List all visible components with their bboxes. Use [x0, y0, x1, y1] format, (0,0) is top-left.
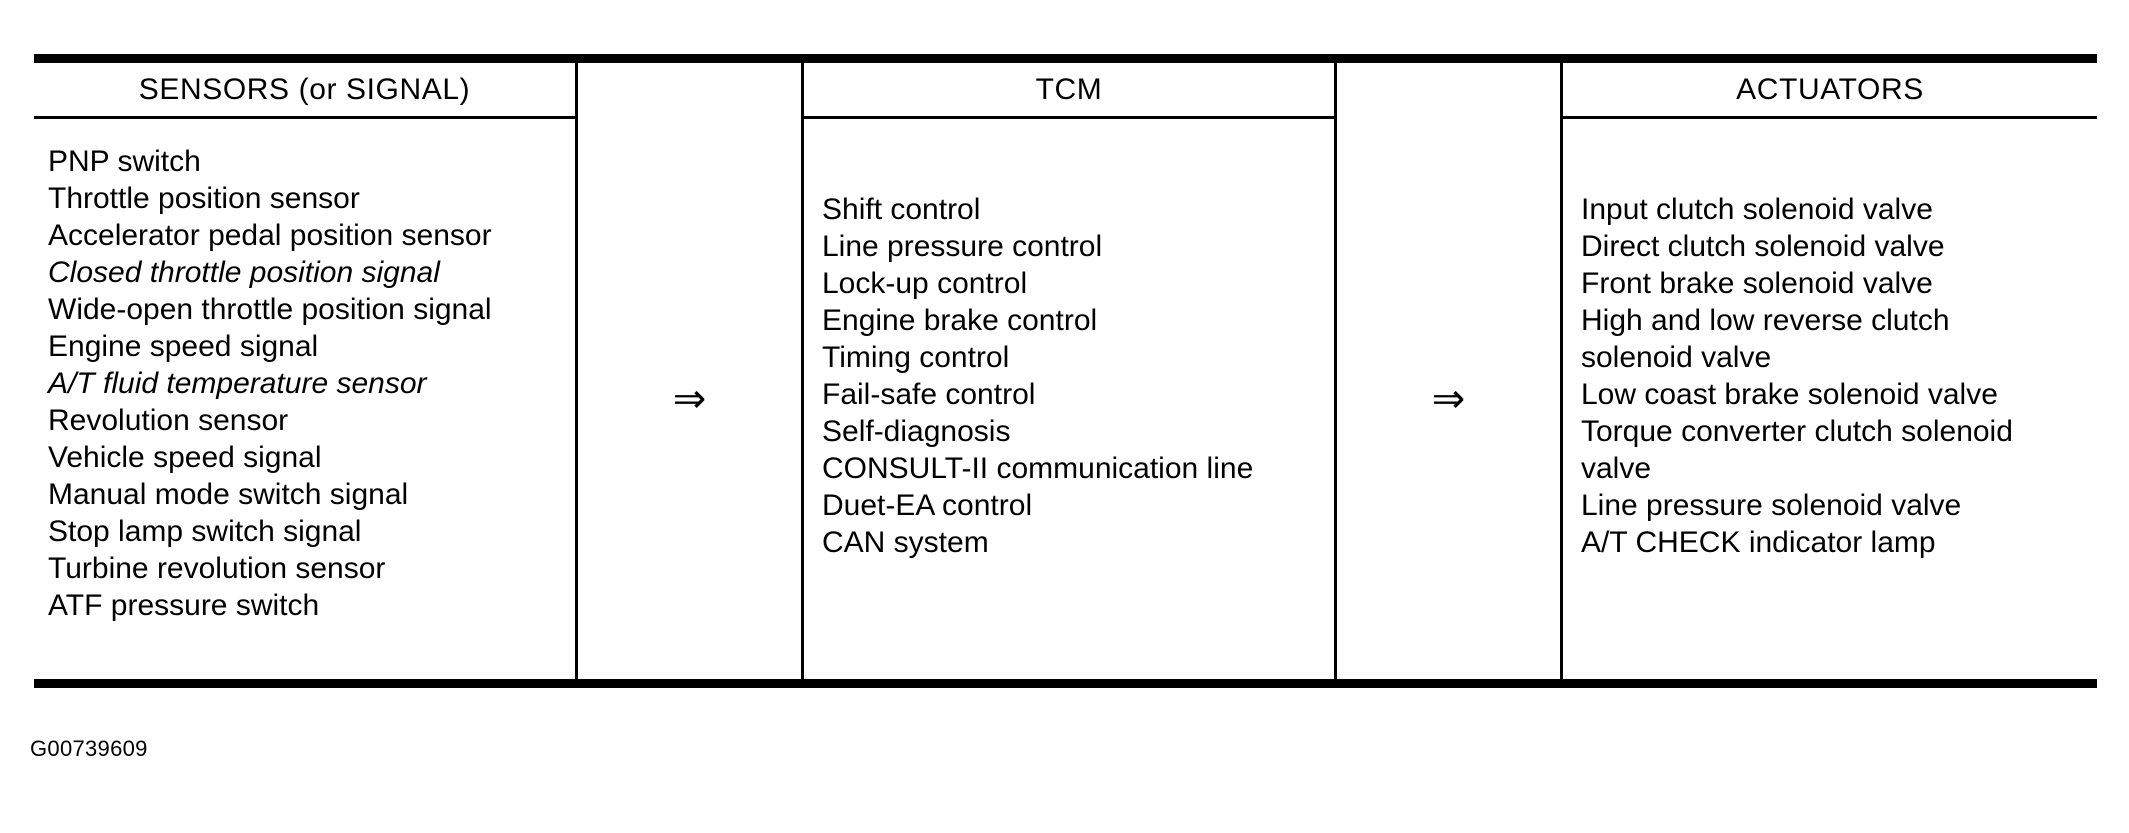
- cell-arrow-2: ⇒: [1337, 119, 1563, 679]
- header-sensors: SENSORS (or SIGNAL): [34, 63, 575, 119]
- table-header-row: SENSORS (or SIGNAL) TCM ACTUATORS: [34, 63, 2097, 119]
- list-item: Duet-EA control: [822, 489, 1033, 522]
- list-item: Shift control: [822, 193, 981, 226]
- list-item: Vehicle speed signal: [48, 441, 322, 474]
- table-bottom-rule: [34, 679, 2097, 688]
- list-item: High and low reverse clutch solenoid val…: [1581, 304, 1950, 374]
- list-item: Front brake solenoid valve: [1581, 267, 1933, 300]
- list-item: Wide-open throttle position signal: [48, 293, 492, 326]
- list-item: PNP switch: [48, 145, 201, 178]
- list-item: CAN system: [822, 526, 989, 559]
- list-item: Accelerator pedal position sensor: [48, 219, 492, 252]
- list-item: Timing control: [822, 341, 1010, 374]
- list-item: Direct clutch solenoid valve: [1581, 230, 1945, 263]
- list-item: Turbine revolution sensor: [48, 552, 386, 585]
- column-tcm: TCM: [804, 63, 1337, 119]
- list-item: Torque converter clutch solenoid valve: [1581, 415, 2013, 485]
- list-item: ATF pressure switch: [48, 589, 320, 622]
- column-sensors: SENSORS (or SIGNAL): [34, 63, 578, 119]
- list-item: Line pressure solenoid valve: [1581, 489, 1962, 522]
- list-item: Closed throttle position signal: [48, 256, 440, 289]
- column-actuators: ACTUATORS: [1563, 63, 2097, 119]
- list-item: Lock-up control: [822, 267, 1028, 300]
- figure-caption: G00739609: [30, 736, 148, 761]
- arrow-2-wrapper: ⇒: [1337, 119, 1560, 679]
- header-tcm: TCM: [804, 63, 1334, 119]
- right-double-arrow-icon: ⇒: [672, 377, 707, 421]
- list-item: Stop lamp switch signal: [48, 515, 362, 548]
- cell-arrow-1: ⇒: [578, 119, 804, 679]
- tcm-system-table: SENSORS (or SIGNAL) TCM ACTUATORS PNP sw…: [34, 54, 2097, 688]
- table-top-rule: [34, 54, 2097, 63]
- arrow-1-wrapper: ⇒: [578, 119, 801, 679]
- list-item: CONSULT-II communication line: [822, 452, 1254, 485]
- list-item: Line pressure control: [822, 230, 1103, 263]
- list-item: A/T fluid temperature sensor: [48, 367, 427, 400]
- list-item: Fail-safe control: [822, 378, 1036, 411]
- column-arrow-1: [578, 63, 804, 119]
- list-item: A/T CHECK indicator lamp: [1581, 526, 1936, 559]
- list-item: Engine brake control: [822, 304, 1098, 337]
- column-arrow-2: [1337, 63, 1563, 119]
- list-item: Low coast brake solenoid valve: [1581, 378, 1998, 411]
- list-item: Input clutch solenoid valve: [1581, 193, 1933, 226]
- list-item: Throttle position sensor: [48, 182, 360, 215]
- list-item: Manual mode switch signal: [48, 478, 409, 511]
- list-item: Self-diagnosis: [822, 415, 1011, 448]
- right-double-arrow-icon: ⇒: [1431, 377, 1466, 421]
- list-item: Revolution sensor: [48, 404, 289, 437]
- list-item: Engine speed signal: [48, 330, 319, 363]
- header-actuators: ACTUATORS: [1563, 63, 2097, 119]
